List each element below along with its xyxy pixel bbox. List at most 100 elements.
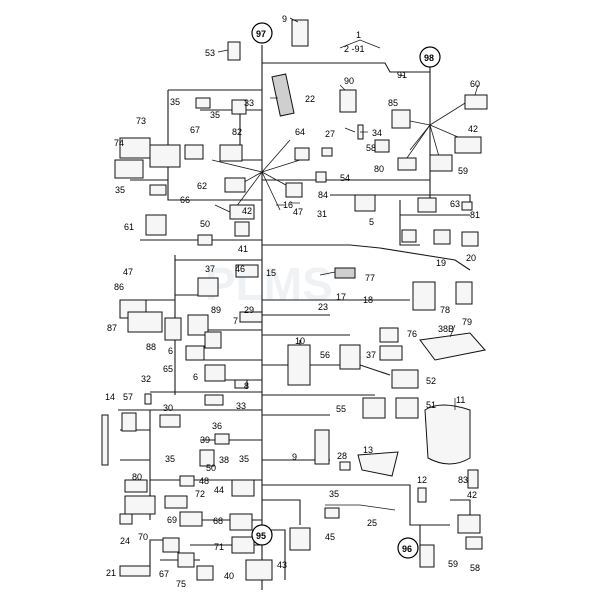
watermark: PLMS bbox=[205, 258, 333, 310]
circled-ref: 98 bbox=[424, 53, 434, 63]
part-label: 67 bbox=[190, 125, 200, 135]
part-label: 37 bbox=[205, 264, 215, 274]
title-range: 2 -91 bbox=[344, 44, 365, 54]
part-label: 47 bbox=[123, 267, 133, 277]
part-label: 51 bbox=[426, 400, 436, 410]
part-label: 57 bbox=[123, 392, 133, 402]
part-label: 80 bbox=[374, 164, 384, 174]
part-label: 27 bbox=[325, 129, 335, 139]
part-label: 9 bbox=[292, 452, 297, 462]
part-label: 56 bbox=[320, 350, 330, 360]
part-label: 59 bbox=[448, 559, 458, 569]
part-label: 76 bbox=[407, 329, 417, 339]
part-label: 17 bbox=[336, 292, 346, 302]
part-label: 86 bbox=[114, 282, 124, 292]
part-label: 29 bbox=[244, 305, 254, 315]
part-label: 80 bbox=[132, 472, 142, 482]
part-label: 74 bbox=[114, 138, 124, 148]
part-label: 36 bbox=[212, 421, 222, 431]
part-label: 35 bbox=[210, 110, 220, 120]
part-label: 43 bbox=[277, 560, 287, 570]
part-label: 84 bbox=[318, 190, 328, 200]
part-label: 54 bbox=[340, 173, 350, 183]
part-label: 35 bbox=[115, 185, 125, 195]
part-label: 22 bbox=[305, 94, 315, 104]
part-label: 46 bbox=[235, 264, 245, 274]
part-label: 75 bbox=[176, 579, 186, 589]
part-label: 82 bbox=[232, 127, 242, 137]
part-label: 35 bbox=[239, 454, 249, 464]
part-label: 15 bbox=[266, 268, 276, 278]
part-label: 24 bbox=[120, 536, 130, 546]
part-label: 65 bbox=[163, 364, 173, 374]
part-label: 73 bbox=[136, 116, 146, 126]
part-label: 16 bbox=[283, 200, 293, 210]
part-label: 38 bbox=[219, 455, 229, 465]
part-label: 8 bbox=[244, 381, 249, 391]
part-label: 42 bbox=[242, 206, 252, 216]
part-label: 68 bbox=[213, 516, 223, 526]
part-label: 23 bbox=[318, 302, 328, 312]
part-label: 50 bbox=[206, 463, 216, 473]
part-label: 13 bbox=[363, 445, 373, 455]
circled-ref: 95 bbox=[256, 531, 266, 541]
part-label: 91 bbox=[397, 70, 407, 80]
part-label: 28 bbox=[337, 451, 347, 461]
part-label: 35 bbox=[329, 489, 339, 499]
part-label: 37 bbox=[366, 350, 376, 360]
title-bracket: 1 2 -91 bbox=[339, 30, 381, 54]
part-label: 39 bbox=[200, 435, 210, 445]
part-label: 21 bbox=[106, 568, 116, 578]
part-label: 61 bbox=[124, 222, 134, 232]
part-label: 85 bbox=[388, 98, 398, 108]
part-label: 47 bbox=[293, 207, 303, 217]
part-label: 42 bbox=[467, 490, 477, 500]
part-label: 25 bbox=[367, 518, 377, 528]
part-label: 31 bbox=[317, 209, 327, 219]
part-label: 14 bbox=[105, 392, 115, 402]
part-label: 12 bbox=[417, 475, 427, 485]
part-label: 60 bbox=[470, 79, 480, 89]
part-label: 69 bbox=[167, 515, 177, 525]
part-label: 20 bbox=[466, 253, 476, 263]
part-label: 35 bbox=[170, 97, 180, 107]
part-label: 35 bbox=[165, 454, 175, 464]
leader-lines bbox=[214, 17, 479, 410]
part-label: 45 bbox=[325, 532, 335, 542]
part-label: 11 bbox=[456, 395, 465, 405]
harness-trunk bbox=[118, 45, 471, 590]
part-label: 67 bbox=[159, 569, 169, 579]
part-label: 38B bbox=[438, 324, 454, 334]
part-label: 70 bbox=[138, 532, 148, 542]
circled-ref: 96 bbox=[402, 544, 412, 554]
part-label: 64 bbox=[295, 127, 305, 137]
part-label: 81 bbox=[470, 210, 480, 220]
part-label: 88 bbox=[146, 342, 156, 352]
part-label: 78 bbox=[440, 305, 450, 315]
part-label: 52 bbox=[426, 376, 436, 386]
part-label: 9 bbox=[282, 14, 287, 24]
part-label: 59 bbox=[458, 166, 468, 176]
part-label: 32 bbox=[141, 374, 151, 384]
part-label: 7 bbox=[233, 316, 238, 326]
part-label: 72 bbox=[195, 489, 205, 499]
part-label: 6 bbox=[168, 346, 173, 356]
part-label: 89 bbox=[211, 305, 221, 315]
part-label: 41 bbox=[238, 244, 248, 254]
title-number: 1 bbox=[356, 30, 361, 40]
part-label: 18 bbox=[363, 295, 373, 305]
part-label: 40 bbox=[224, 571, 234, 581]
part-label: 58 bbox=[470, 563, 480, 573]
part-labels: 9 53 35 33 22 35 82 67 73 74 35 66 62 64… bbox=[105, 14, 480, 589]
part-label: 79 bbox=[462, 317, 472, 327]
part-label: 62 bbox=[197, 181, 207, 191]
part-label: 87 bbox=[107, 323, 117, 333]
part-label: 6 bbox=[193, 372, 198, 382]
part-label: 66 bbox=[180, 195, 190, 205]
part-label: 10 bbox=[295, 336, 305, 346]
part-label: 83 bbox=[458, 475, 468, 485]
part-label: 30 bbox=[163, 403, 173, 413]
part-label: 33 bbox=[244, 98, 254, 108]
part-label: 77 bbox=[365, 273, 375, 283]
